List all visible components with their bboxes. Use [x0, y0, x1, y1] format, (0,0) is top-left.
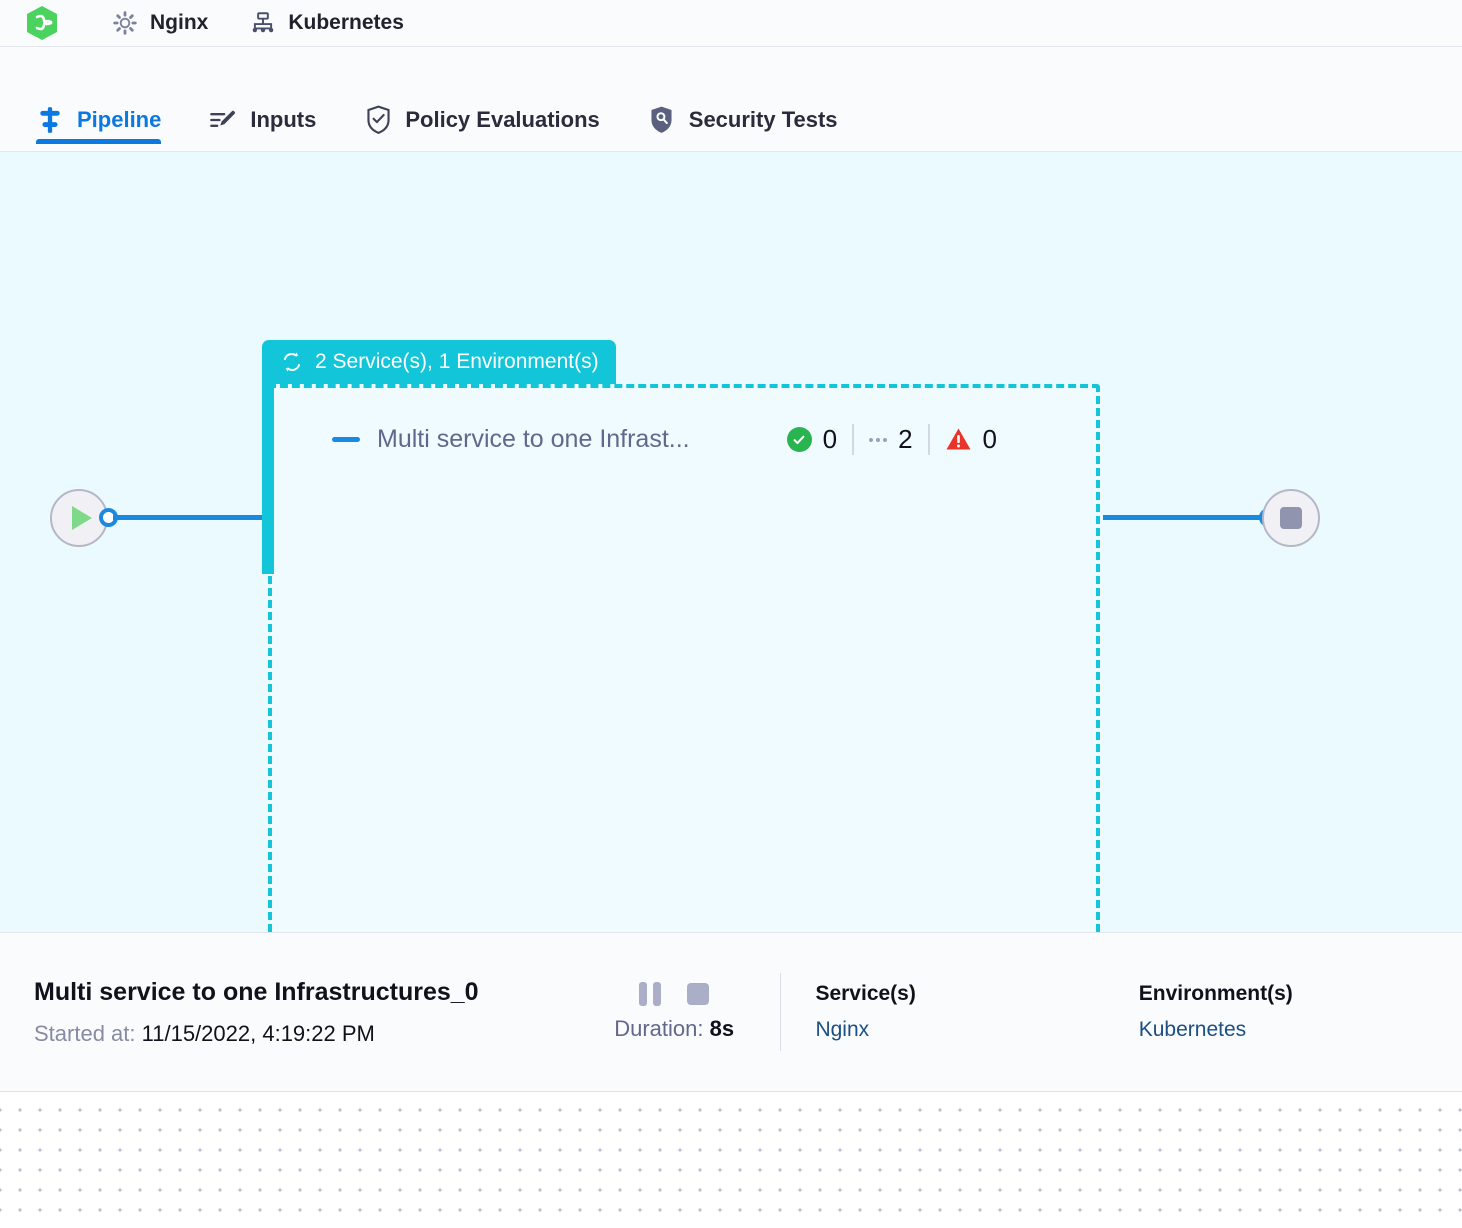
breadcrumb-item-logo[interactable]: [26, 6, 70, 40]
badge-error: 0: [927, 424, 1012, 455]
badge-success-value: 0: [822, 424, 838, 454]
stage-control-buttons: [569, 982, 780, 1006]
play-icon: [71, 506, 92, 530]
stage-controls: Duration: 8s: [569, 982, 780, 1042]
detail-column-services: Service(s) Nginx: [815, 982, 1138, 1042]
detail-services-value[interactable]: Nginx: [815, 1018, 870, 1041]
group-stage-header: Multi service to one Infrast... 0 2: [332, 424, 1062, 455]
stop-icon: [1280, 507, 1302, 529]
detail-environments-value[interactable]: Kubernetes: [1138, 1018, 1247, 1041]
breadcrumb-environment-label: Kubernetes: [288, 11, 404, 34]
breadcrumb-item-service[interactable]: Nginx: [112, 10, 208, 36]
error-warning-icon: [945, 427, 972, 452]
breadcrumb-service-label: Nginx: [150, 11, 209, 34]
stage-duration-label: Duration:: [614, 1016, 704, 1041]
breadcrumb-strip: Nginx Kubernetes: [0, 0, 1462, 47]
breadcrumb-item-environment[interactable]: Kubernetes: [250, 10, 404, 36]
running-dots-icon: [869, 427, 888, 452]
badge-running-value: 2: [898, 424, 913, 454]
group-stage-left-edge: [262, 382, 274, 574]
group-stage-box[interactable]: Multi service to one Infrast... 0 2: [268, 384, 1100, 932]
group-stage-tab[interactable]: 2 Service(s), 1 Environment(s): [262, 340, 616, 384]
stage-detail-left: Multi service to one Infrastructures_0 S…: [0, 978, 569, 1047]
stage-started-at-value: 11/15/2022, 4:19:22 PM: [141, 1020, 375, 1046]
pipeline-icon: [36, 106, 64, 134]
dot-grid-canvas[interactable]: [0, 1092, 1462, 1228]
stage-detail-panel: Multi service to one Infrastructures_0 S…: [0, 932, 1462, 1092]
detail-divider: [779, 973, 782, 1051]
pipeline-canvas[interactable]: 2 Service(s), 1 Environment(s) Multi ser…: [0, 152, 1462, 932]
loop-repeat-icon: [284, 352, 300, 372]
group-stage-tab-label: 2 Service(s), 1 Environment(s): [315, 350, 599, 373]
connector-line-left: [113, 515, 263, 520]
tab-security-tests[interactable]: Security Tests: [648, 47, 838, 144]
stage-started-at: Started at: 11/15/2022, 4:19:22 PM: [34, 1021, 569, 1047]
detail-column-environments: Environment(s) Kubernetes: [1139, 982, 1462, 1042]
group-stage-title: Multi service to one Infrast...: [377, 425, 690, 453]
tab-policy-evaluations[interactable]: Policy Evaluations: [364, 47, 600, 144]
inputs-pencil-icon: [209, 106, 237, 134]
gear-icon: [113, 11, 137, 35]
success-check-icon: [786, 427, 812, 452]
tab-pipeline-label: Pipeline: [77, 106, 162, 132]
pause-icon[interactable]: [639, 982, 662, 1006]
shield-scan-icon: [648, 106, 676, 134]
shield-check-icon: [364, 105, 392, 134]
tab-bar: Pipeline Inputs Policy Evaluations: [0, 47, 1462, 152]
tab-pipeline[interactable]: Pipeline: [36, 47, 162, 144]
collapse-dash-icon[interactable]: [332, 437, 360, 442]
stage-duration-value: 8s: [709, 1016, 735, 1041]
tab-policy-evaluations-label: Policy Evaluations: [405, 106, 600, 132]
detail-environments-header: Environment(s): [1138, 982, 1293, 1005]
pipeline-end-node[interactable]: [1262, 489, 1320, 547]
badge-success: 0: [772, 424, 852, 455]
stage-started-at-label: Started at:: [34, 1020, 136, 1046]
tab-security-tests-label: Security Tests: [688, 106, 838, 132]
stop-icon[interactable]: [687, 983, 710, 1005]
tab-inputs-label: Inputs: [250, 106, 317, 132]
connector-line-right: [1103, 515, 1263, 520]
stage-detail-title: Multi service to one Infrastructures_0: [34, 977, 479, 1006]
group-status-badges: 0 2 0: [772, 424, 1012, 455]
detail-services-header: Service(s): [815, 982, 916, 1005]
harness-hexagon-logo: [27, 6, 57, 40]
pipeline-start-node[interactable]: [50, 489, 108, 547]
kubernetes-icon: [253, 12, 274, 33]
stage-duration: Duration: 8s: [569, 1016, 780, 1042]
badge-running: 2: [852, 424, 927, 455]
badge-error-value: 0: [982, 424, 997, 454]
tab-inputs[interactable]: Inputs: [209, 47, 316, 144]
